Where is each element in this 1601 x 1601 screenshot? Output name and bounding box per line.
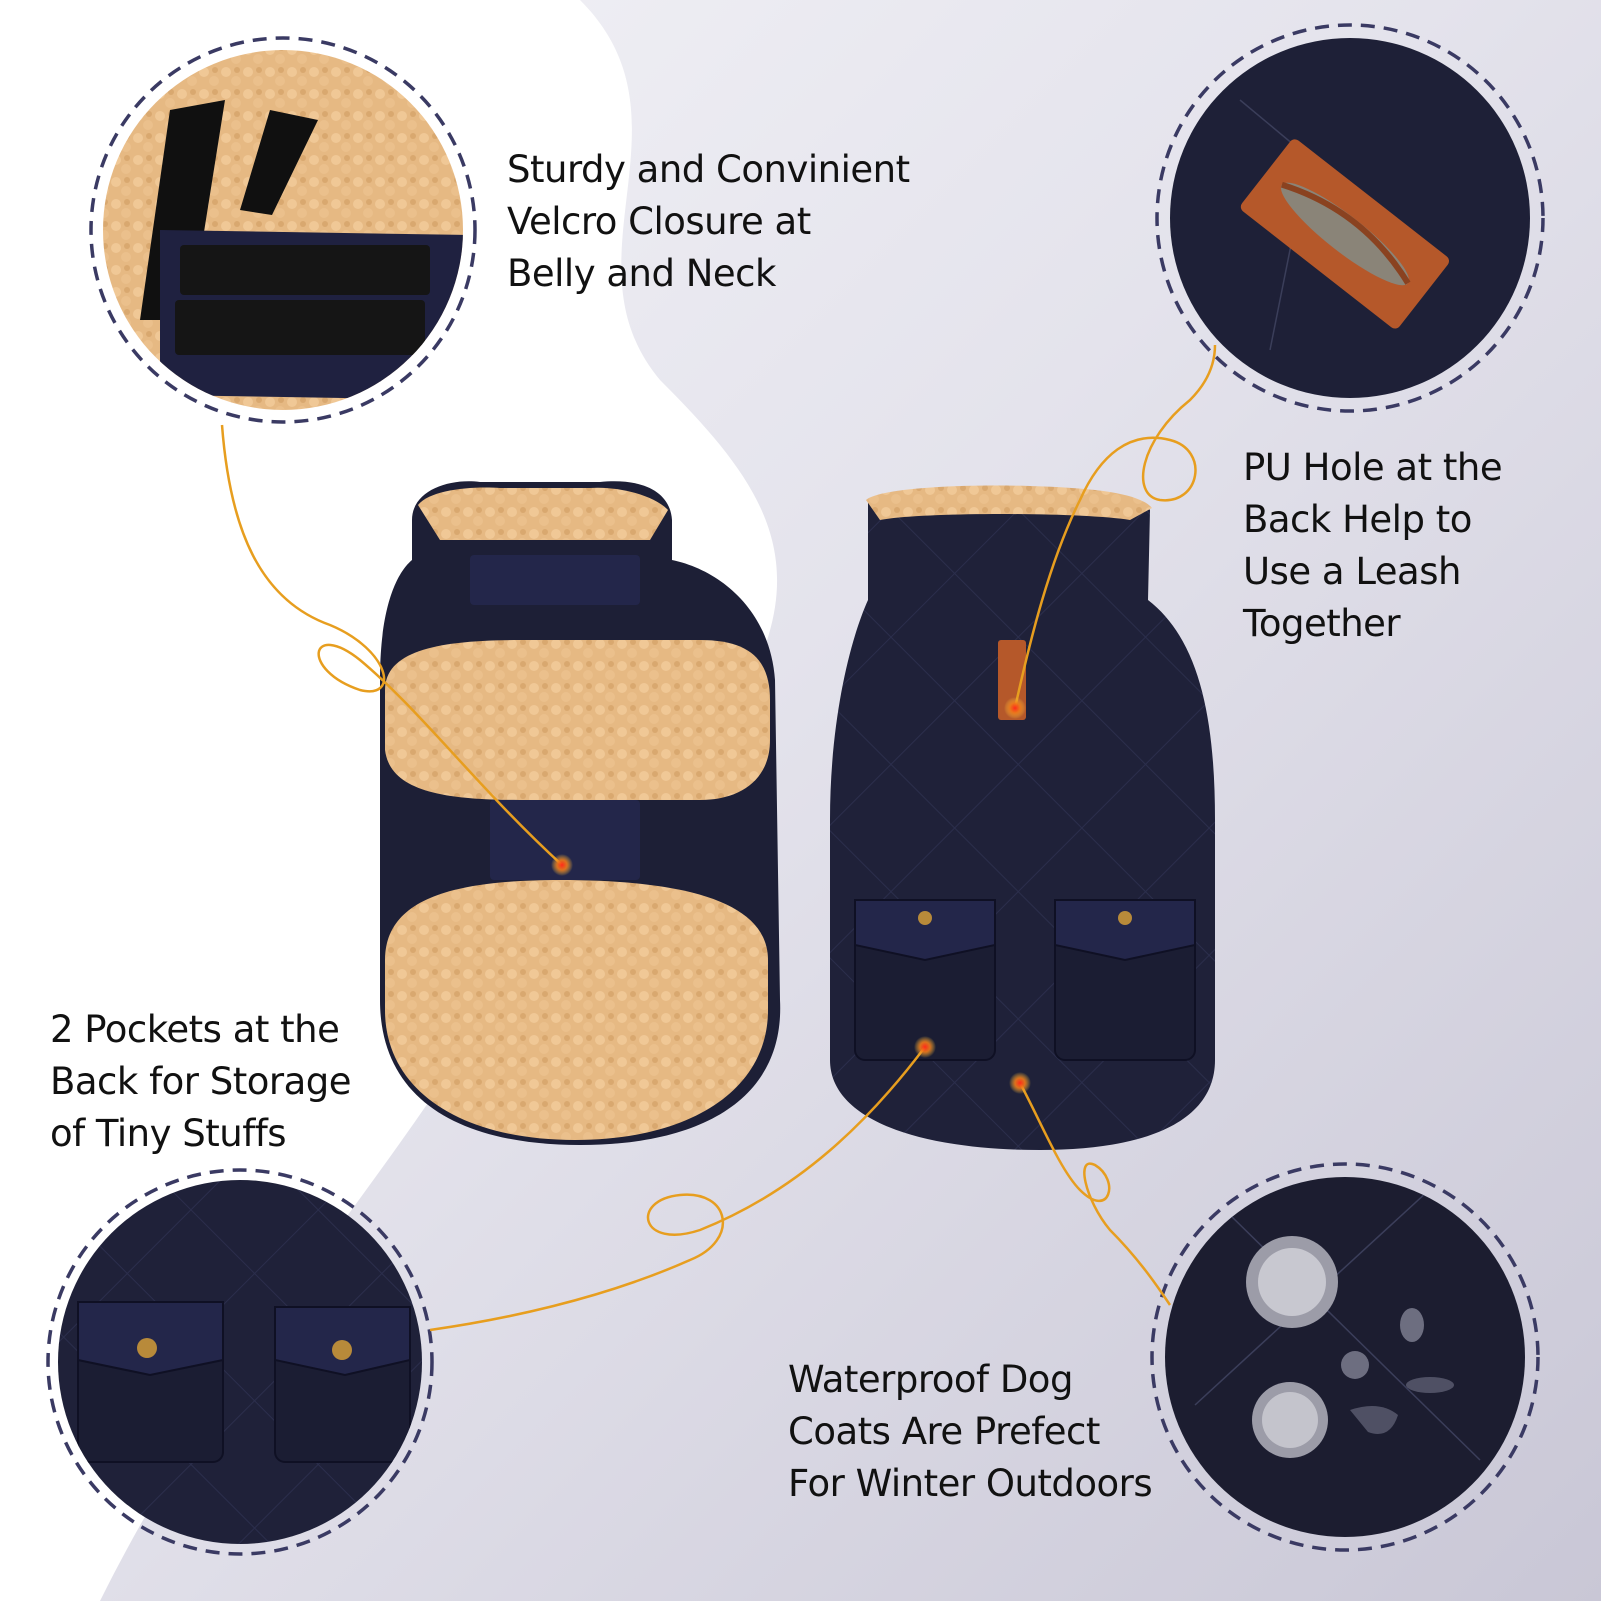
- label-line: of Tiny Stuffs: [50, 1112, 287, 1155]
- label-line: Coats Are Prefect: [788, 1410, 1100, 1453]
- waterproof-detail-circle: [1150, 1162, 1540, 1552]
- hotspot-velcro: [551, 854, 573, 876]
- label-line: Sturdy and Convinient: [507, 148, 910, 191]
- label-line: 2 Pockets at the: [50, 1008, 340, 1051]
- hotspot-waterproof: [1009, 1072, 1031, 1094]
- label-line: Back for Storage: [50, 1060, 352, 1103]
- label-line: Back Help to: [1243, 498, 1472, 541]
- callout-line-waterproof: [1018, 1082, 1172, 1306]
- callout-label-waterproof: Waterproof Dog Coats Are Prefect For Win…: [788, 1354, 1153, 1510]
- label-line: Use a Leash: [1243, 550, 1461, 593]
- hotspots: [551, 697, 1031, 1094]
- pockets-detail-circle: [46, 1168, 434, 1556]
- label-line: Together: [1243, 602, 1401, 645]
- velcro-detail-circle: [89, 36, 477, 424]
- callout-label-pu-hole: PU Hole at the Back Help to Use a Leash …: [1243, 442, 1503, 650]
- label-line: For Winter Outdoors: [788, 1462, 1153, 1505]
- label-line: Belly and Neck: [507, 252, 776, 295]
- callout-line-pockets: [429, 1046, 926, 1332]
- hotspot-pockets: [914, 1036, 936, 1058]
- coat-inside-view: [380, 481, 781, 1145]
- pu-hole-detail-circle: [1155, 23, 1545, 413]
- callout-label-velcro: Sturdy and Convinient Velcro Closure at …: [507, 144, 910, 300]
- label-line: PU Hole at the: [1243, 446, 1503, 489]
- label-line: Waterproof Dog: [788, 1358, 1073, 1401]
- label-line: Velcro Closure at: [507, 200, 811, 243]
- hotspot-pu-hole: [1004, 697, 1026, 719]
- callout-line-velcro: [220, 424, 563, 866]
- coat-outside-view: [830, 485, 1215, 1150]
- callout-lines: [220, 344, 1217, 1332]
- callout-label-pockets: 2 Pockets at the Back for Storage of Tin…: [50, 1004, 352, 1160]
- callout-line-pu-hole: [1013, 344, 1217, 709]
